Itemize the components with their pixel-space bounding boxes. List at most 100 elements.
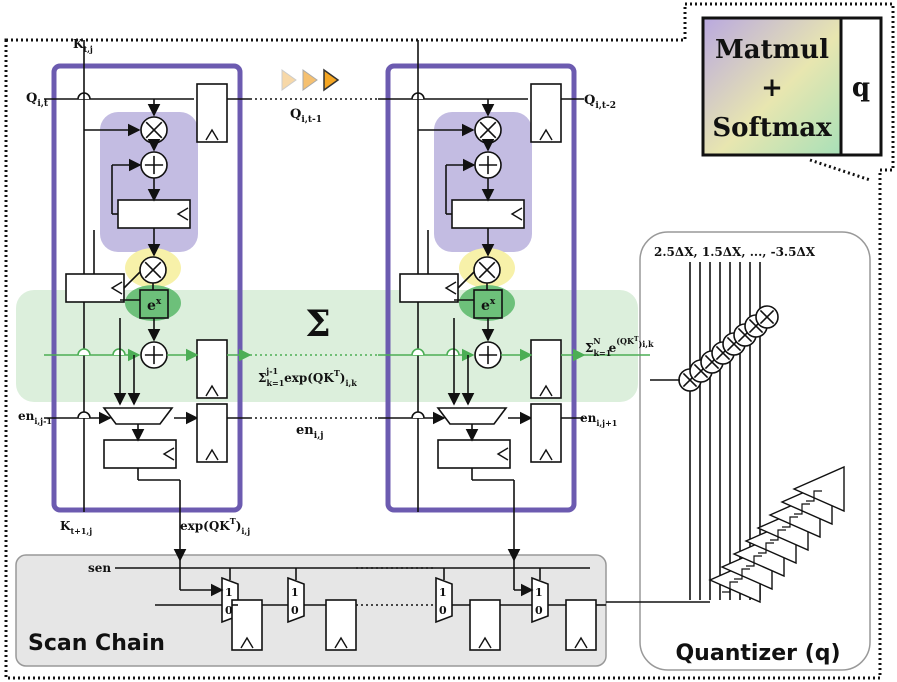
scale-wire: [457, 271, 475, 289]
left-block-labels: Kt,j Qi,t eni,j-1 Kt+1,j exp(QKT)i,j: [18, 37, 250, 536]
mux-one: 1: [439, 586, 447, 599]
clock-icon: [510, 207, 523, 221]
step-icon: [734, 568, 750, 580]
exp-out-register: [437, 439, 511, 469]
legend-q-label: q: [852, 73, 870, 103]
wire-hop: [77, 411, 91, 419]
clock-icon: [240, 636, 254, 649]
clock-icon: [110, 281, 123, 295]
q-out-label: Qi,t-2: [584, 93, 616, 111]
wire-hop: [77, 348, 91, 356]
clock-icon: [205, 128, 219, 141]
clock-icon: [444, 281, 457, 295]
wire-hop: [112, 348, 126, 356]
legend-line-1: Matmul: [715, 35, 829, 65]
sum-band-sigma: Σ: [305, 303, 330, 345]
en-out-label: eni,j+1: [580, 411, 617, 428]
clock-icon: [539, 448, 553, 461]
sum-register: [196, 339, 228, 399]
scan-register: [565, 599, 597, 651]
step-icon: [722, 581, 738, 593]
quantizer-levels-label: 2.5ΔX, 1.5ΔX, ..., -3.5ΔX: [654, 245, 816, 259]
scan-register: [469, 599, 501, 651]
en-mid-label: eni,j: [296, 423, 324, 441]
en-register: [530, 403, 562, 463]
step-icon: [782, 516, 798, 528]
mux-zero: 0: [535, 604, 543, 617]
right-block: ex: [378, 40, 586, 562]
wire-hop: [411, 348, 425, 356]
legend-line-3: Softmax: [712, 113, 832, 143]
k-out-label: Kt+1,j: [60, 519, 92, 536]
scan-mux: [287, 576, 305, 624]
q-mid-label: Qi,t-1: [290, 107, 322, 125]
sen-label: sen: [88, 561, 111, 575]
legend-line-2: +: [761, 73, 783, 103]
multiply-icon: [478, 261, 496, 279]
en-register: [196, 403, 228, 463]
left-block: ex: [44, 40, 252, 562]
forward-chevrons: [281, 68, 340, 92]
exp-unit: [473, 289, 503, 319]
wire-hop: [411, 411, 425, 419]
clock-icon: [574, 636, 588, 649]
sum-register: [530, 339, 562, 399]
scan-mux: [531, 576, 549, 624]
mux-one: 1: [535, 586, 543, 599]
legend-block: Matmul + Softmax q: [701, 16, 883, 157]
scan-register: [231, 599, 263, 651]
step-icon: [770, 529, 786, 541]
mux-one: 1: [225, 586, 233, 599]
q-register: [196, 83, 228, 143]
scan-mux: [435, 576, 453, 624]
q-in-label: Qi,t: [26, 91, 49, 109]
pe-frame: [385, 63, 577, 513]
step-icon: [746, 555, 762, 567]
exp-unit: [139, 289, 169, 319]
scale-register: [399, 273, 459, 303]
clock-icon: [478, 636, 492, 649]
step-icon: [758, 542, 774, 554]
mux-zero: 0: [439, 604, 447, 617]
quantizer-panel: [639, 231, 871, 671]
exp-base: e: [481, 298, 490, 314]
multiply-icon: [145, 121, 163, 139]
exp-sup: x: [490, 297, 496, 307]
step-icon: [806, 490, 822, 502]
multiply-icon: [479, 121, 497, 139]
q-register: [530, 83, 562, 143]
multiply-icon: [759, 309, 775, 325]
outer-dotted-frame: [4, 2, 895, 680]
scale-register: [65, 273, 125, 303]
mux-zero: 0: [291, 604, 299, 617]
scale-wire: [123, 271, 141, 289]
exp-sup: x: [156, 297, 162, 307]
exp-label: ex: [147, 297, 162, 314]
clock-icon: [205, 384, 219, 397]
clock-icon: [205, 448, 219, 461]
multiply-icon: [144, 261, 162, 279]
clock-icon: [162, 447, 175, 461]
clock-icon: [539, 384, 553, 397]
clock-icon: [539, 128, 553, 141]
pe-frame: [51, 63, 243, 513]
comparator: [792, 465, 845, 513]
legend-dotted-zoom: [809, 158, 871, 182]
exp-label: ex: [481, 297, 496, 314]
scan-register: [325, 599, 357, 651]
clock-icon: [334, 636, 348, 649]
wire-hop: [446, 348, 460, 356]
en-in-label: eni,j-1: [18, 409, 52, 426]
en-mux: [102, 407, 174, 425]
k-in-label: Kt,j: [73, 37, 93, 54]
clock-icon: [176, 207, 189, 221]
mux-one: 1: [291, 586, 299, 599]
exp-base: e: [147, 298, 156, 314]
step-icon: [794, 503, 810, 515]
